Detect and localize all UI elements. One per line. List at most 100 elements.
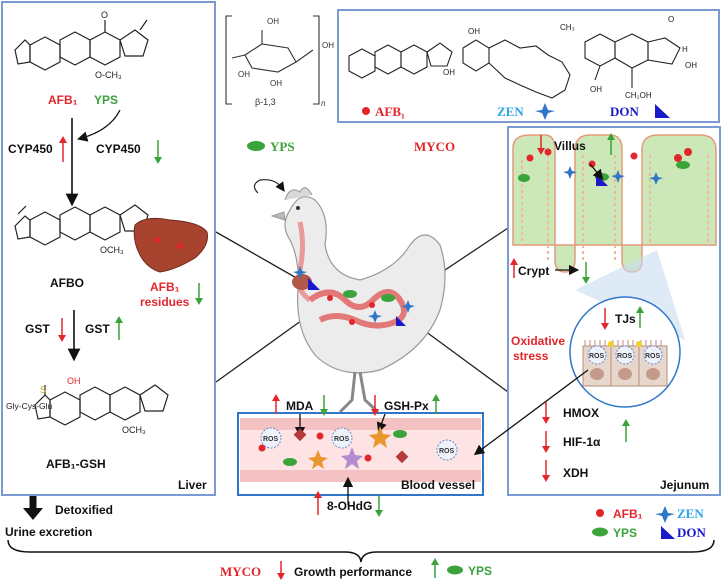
legend-don-label: DON [677,525,707,540]
zen-star-chicken-2 [368,310,382,323]
cell-nucleus-3 [646,368,660,380]
glucan-repeat-n: n [321,99,326,108]
afb1-legend-dot-top [362,107,370,115]
glucan-oh-4: OH [270,79,282,88]
chicken-liver-mini [292,274,312,290]
villus-up-arrowhead [607,133,615,140]
don-oh-2: OH [685,61,697,70]
chicken-beak [270,211,286,221]
jejunum-afb1-dot-5 [674,154,682,162]
jejunum-zen-star-2 [611,170,625,183]
zen-oh-1: OH [468,27,480,36]
tjs-label: TJs [615,312,636,326]
liver-afb1-dot-2 [177,243,183,249]
mda-diamond-1 [293,428,307,442]
vessel-afb1-dot-2 [258,444,266,452]
urine-excretion-label: Urine excretion [5,525,92,539]
vessel-yps-pill-2 [283,458,297,466]
gshpx-link [376,413,387,433]
cell-nucleus-1 [590,368,604,380]
gshpx-star-2 [308,450,328,469]
liver-afb1-dot [154,237,160,243]
villus-down-arrowhead [537,148,545,155]
jejunum-afb1-dot-4 [630,152,638,160]
jejunum-yps-pill-2 [676,161,690,169]
zen-label: ZEN [497,104,524,119]
yps-curve-arrow [77,109,121,142]
hif-down-arrowhead [542,446,550,453]
head-pointer-arrow [253,179,285,194]
don-wedge-icon [655,104,670,118]
afb1-structure-methoxy: O-CH₃ [95,70,122,80]
zen-structure [462,39,571,99]
afb1-residues-line2: residues [140,295,190,309]
ros-bubble-cell-3 [643,345,663,365]
ros-bubble-vessel-1 [260,427,282,449]
legend-yps-label: YPS [613,526,637,540]
afbo-structure [14,204,149,246]
jejunum-yps-pill-3 [518,174,530,182]
legend-afb1-dot [596,509,604,517]
jejunum-afb1-dot-1 [526,154,534,162]
yps-pill-chicken-1 [343,290,357,298]
gsh-sulfur: S [40,385,46,395]
jejunum-panel [507,126,721,496]
gsh-methoxy: OCH₃ [122,425,146,435]
chicken-eye [296,206,300,210]
gst-right-label: GST [85,322,110,336]
don-o: O [668,15,674,24]
don-label: DON [610,104,640,119]
xdh-down-arrowhead [542,475,550,482]
myco-title: MYCO [414,139,455,154]
ros-label-vessel-2: ROS [334,436,350,443]
residues-down-arrowhead [195,298,203,305]
gsh-peptide: Gly-Cys-Glu [6,401,53,411]
legend-afb1-label: AFB₁ [613,507,643,521]
don-structure [584,33,681,88]
chicken-illustration [215,179,509,414]
mda-label: MDA [286,399,314,413]
glucan-oh-1: OH [267,17,279,26]
yps-legend-pill [247,141,265,151]
gene-hif1a: HIF-1α [563,435,601,449]
mda-down-arrowhead [320,409,328,416]
crypt-down-arrowhead [582,277,590,284]
don-oh-1: OH [590,85,602,94]
oxidative-label: Oxidative [511,334,565,348]
cyp450-right-label: CYP450 [96,142,141,156]
don-h: H [682,45,688,54]
liver-organ [133,217,208,273]
vessel-afb1-dot-1 [316,432,324,440]
jejunum-panel-label: Jejunum [660,478,709,492]
bottom-myco-label: MYCO [220,564,261,579]
gst-left-label: GST [25,322,50,336]
bottom-brace [7,539,715,563]
afb1-label: AFB₁ [48,93,78,107]
chicken-body [284,196,446,374]
afb1-structure-oxygen: O [101,10,108,20]
cyp450-left-label: CYP450 [8,142,53,156]
gene-hmox: HMOX [563,406,599,420]
crypt-up-arrowhead [510,258,518,265]
jejunum-afb1-dot-2 [544,148,552,156]
gshpx-star-1 [369,426,391,448]
afb1-gsh-label: AFB₁-GSH [46,457,106,471]
gshpx-up-arrowhead [432,394,440,401]
jejunum-zen-star-1 [563,166,577,179]
zen-star-icon [535,103,555,120]
cell-nucleus-2 [618,368,632,380]
afb1-dot-chicken-1 [327,295,333,301]
zen-star-chicken-3 [401,300,415,313]
afb1-gsh-structure [34,384,169,426]
ros-label-vessel-3: ROS [439,448,455,455]
ros-bubble-vessel-3 [436,439,458,461]
growth-down-arrowhead [277,573,285,580]
don-wedge-chicken-1 [308,278,320,290]
chicken-comb [284,187,313,201]
gshpx-label: GSH-Px [384,399,429,413]
glucan-structure [225,15,320,105]
cyp450-right-down-arrowhead [154,157,162,164]
yps-pill-chicken-2 [381,294,395,302]
afb1-dot-chicken-3 [349,319,355,325]
jejunum-zen-star-3 [649,172,663,185]
